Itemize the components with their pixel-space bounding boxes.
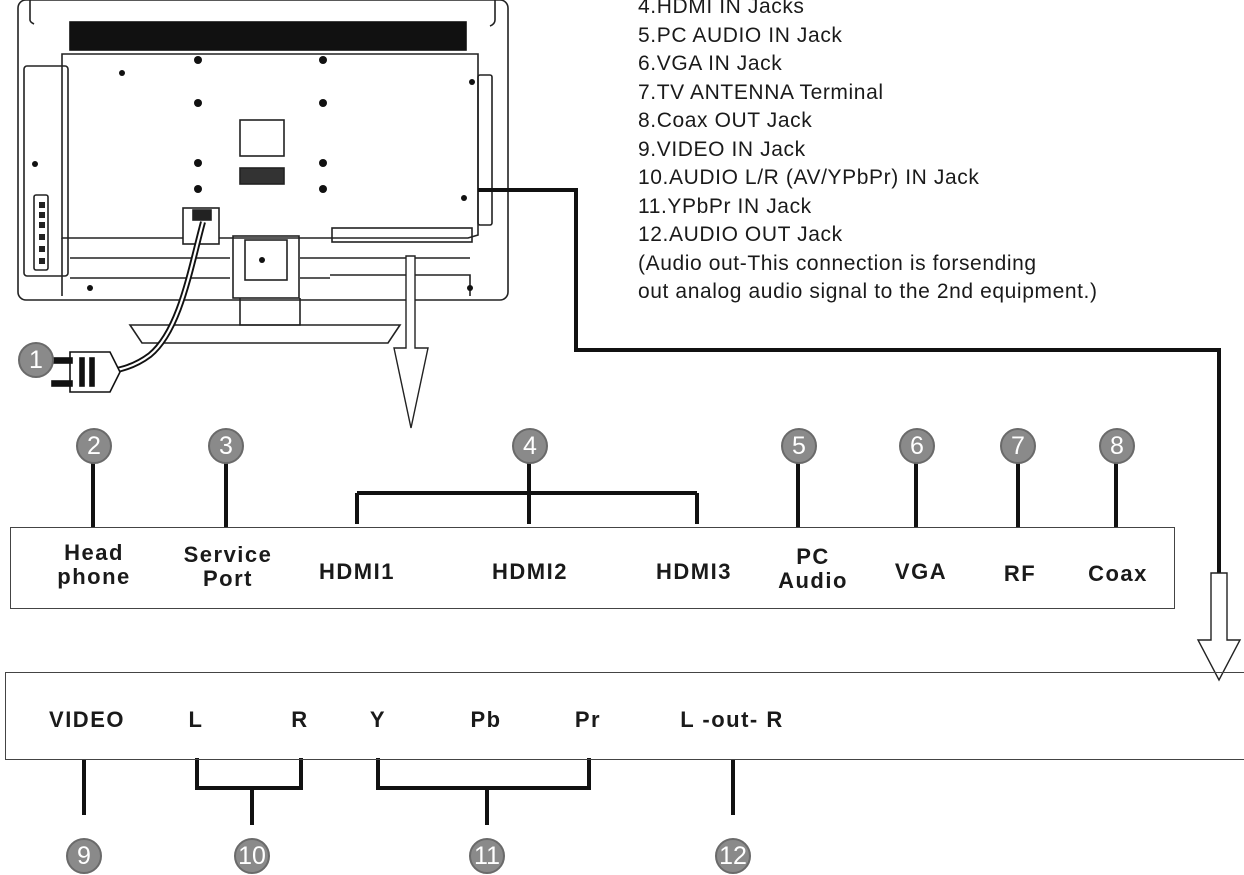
legend-item: 11.YPbPr IN Jack: [638, 194, 812, 218]
port-label-audio-l: L: [188, 707, 204, 732]
number-badge-10: 10: [234, 838, 270, 874]
number-badge-2: 2: [76, 428, 112, 464]
port-label-hdmi3: HDMI3: [656, 559, 732, 584]
number-badge-8: 8: [1099, 428, 1135, 464]
legend-note: (Audio out-This connection is forsending: [638, 251, 1037, 275]
legend-item: 7.TV ANTENNA Terminal: [638, 80, 884, 104]
port-label-coax: Coax: [1088, 561, 1148, 586]
port-label-service-port: Service Port: [183, 542, 273, 591]
legend-item: 10.AUDIO L/R (AV/YPbPr) IN Jack: [638, 166, 980, 189]
legend-note: out analog audio signal to the 2nd equip…: [638, 280, 1098, 303]
number-badge-9: 9: [66, 838, 102, 874]
port-label-headphone: Head phone: [57, 540, 131, 589]
legend-item: 9.VIDEO IN Jack: [638, 137, 806, 161]
port-label-pc-audio: PC Audio: [778, 544, 848, 593]
port-label-rf: RF: [1003, 561, 1037, 586]
connection-legend: 4.HDMI IN Jacks 5.PC AUDIO IN Jack 6.VGA…: [638, 0, 1098, 307]
port-label-audio-out: L -out- R: [680, 707, 784, 732]
number-badge-4: 4: [512, 428, 548, 464]
port-label-vga: VGA: [894, 559, 948, 584]
number-badge-12: 12: [715, 838, 751, 874]
number-badge-1: 1: [18, 342, 54, 378]
legend-item: 8.Coax OUT Jack: [638, 109, 813, 132]
number-badge-5: 5: [781, 428, 817, 464]
number-badge-6: 6: [899, 428, 935, 464]
port-label-hdmi2: HDMI2: [492, 559, 568, 584]
port-label-hdmi1: HDMI1: [319, 559, 395, 584]
port-label-pr: Pr: [574, 707, 602, 732]
port-label-y: Y: [369, 707, 387, 732]
number-badge-11: 11: [469, 838, 505, 874]
number-badge-7: 7: [1000, 428, 1036, 464]
legend-item: 12.AUDIO OUT Jack: [638, 223, 843, 246]
port-label-audio-r: R: [291, 707, 309, 732]
legend-item: 4.HDMI IN Jacks: [638, 0, 805, 18]
bottom-connector-panel: [5, 672, 1244, 760]
port-label-pb: Pb: [470, 707, 502, 732]
legend-item: 5.PC AUDIO IN Jack: [638, 23, 843, 47]
number-badge-3: 3: [208, 428, 244, 464]
legend-item: 6.VGA IN Jack: [638, 52, 783, 75]
port-label-video: VIDEO: [49, 707, 125, 732]
top-connector-panel: [10, 527, 1175, 609]
